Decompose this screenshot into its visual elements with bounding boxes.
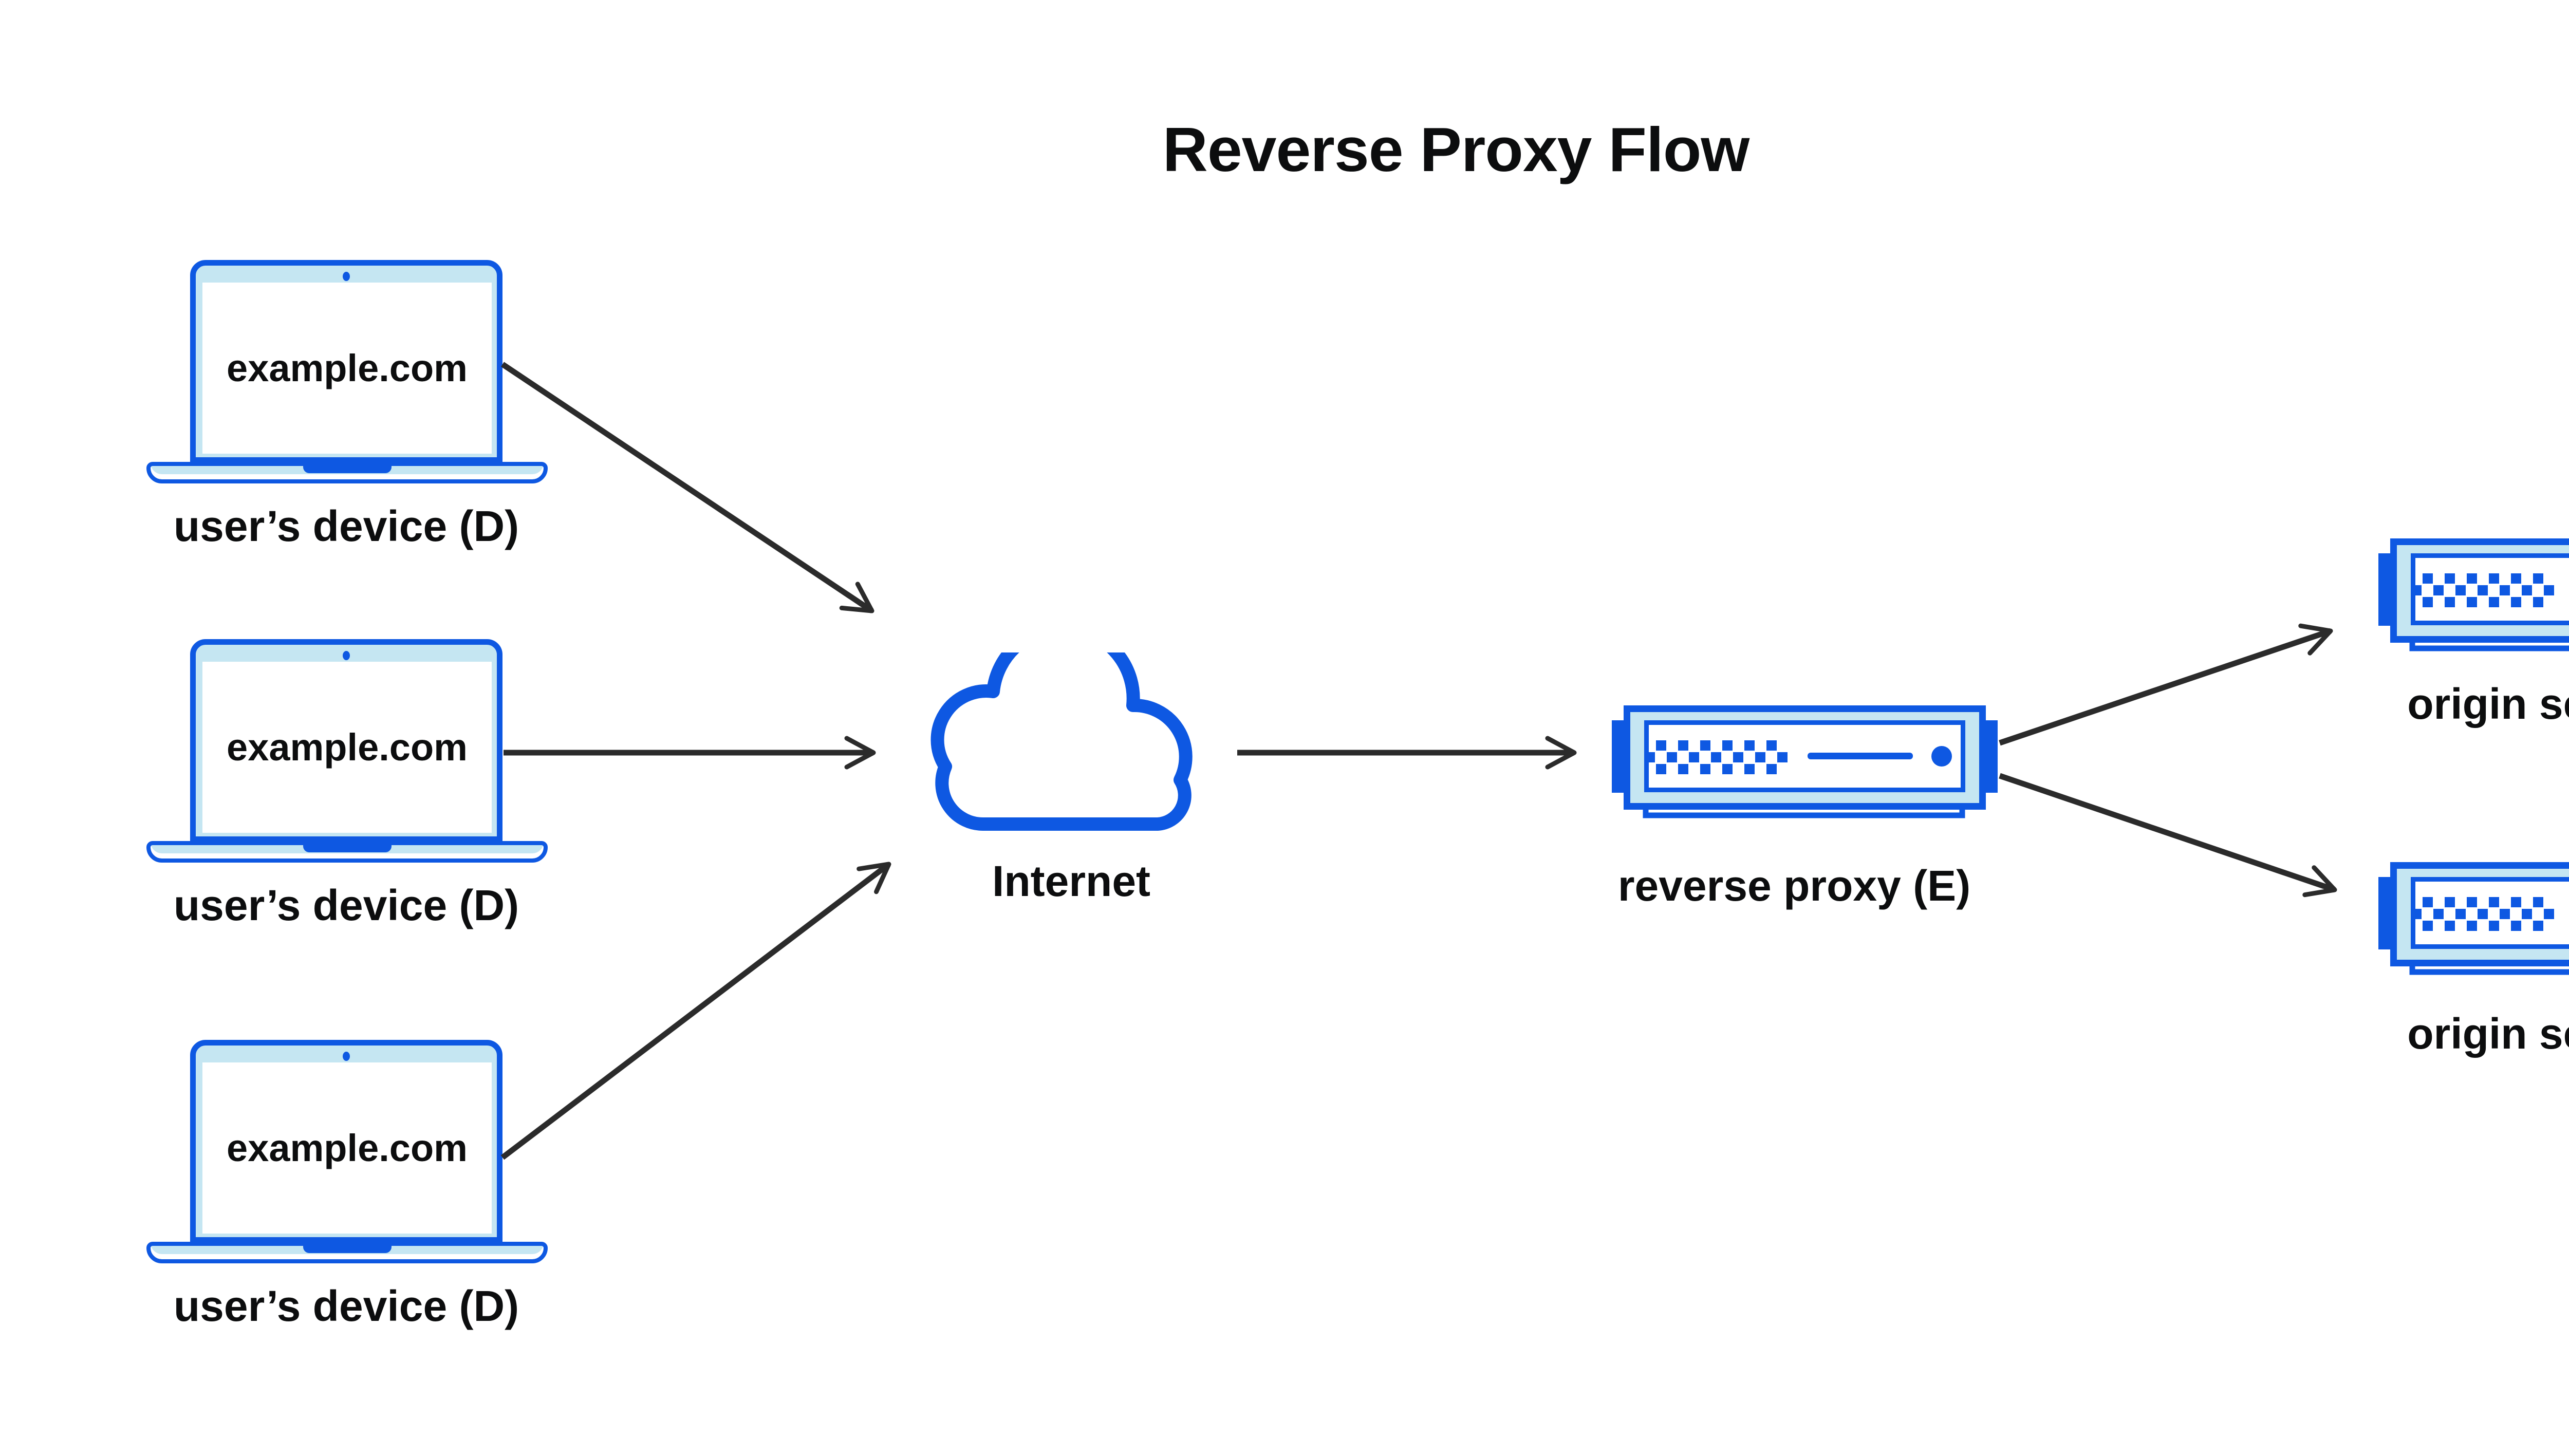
- laptop-base: [146, 462, 548, 483]
- laptop-notch: [303, 1245, 392, 1253]
- arrow-device1-to-internet: [500, 362, 874, 613]
- internet-cloud-icon: [930, 652, 1193, 831]
- webcam-dot-icon: [343, 1052, 350, 1061]
- origin-server-2-label: origin server (F): [2407, 1010, 2569, 1058]
- device-screen-url: example.com: [227, 347, 468, 389]
- laptop-notch: [303, 845, 392, 852]
- arrow-proxy-to-origin2: [1999, 773, 2337, 898]
- diagram-title: Reverse Proxy Flow: [1162, 115, 1750, 184]
- webcam-dot-icon: [343, 272, 350, 281]
- internet-label: Internet: [992, 857, 1151, 905]
- device-screen-url: example.com: [227, 726, 468, 769]
- laptop-notch: [303, 465, 392, 473]
- laptop-screen: example.com: [202, 1062, 492, 1234]
- laptop-base: [146, 841, 548, 863]
- arrow-proxy-to-origin1: [1999, 623, 2333, 746]
- user-device-2: example.com user’s device (D): [146, 639, 548, 929]
- arrow-device3-to-internet: [500, 862, 891, 1160]
- user-device-3: example.com user’s device (D): [146, 1040, 548, 1330]
- device-screen-url: example.com: [227, 1127, 468, 1169]
- webcam-dot-icon: [343, 651, 350, 660]
- reverse-proxy-label: reverse proxy (E): [1617, 862, 1971, 910]
- laptop-base: [146, 1242, 548, 1263]
- laptop-screen: example.com: [202, 283, 492, 454]
- user-device-1: example.com user’s device (D): [146, 260, 548, 550]
- origin-server-1-label: origin server (F): [2407, 680, 2569, 728]
- device-label: user’s device (D): [173, 1282, 519, 1330]
- device-label: user’s device (D): [173, 881, 519, 929]
- laptop-screen: example.com: [202, 662, 492, 833]
- device-label: user’s device (D): [173, 502, 519, 550]
